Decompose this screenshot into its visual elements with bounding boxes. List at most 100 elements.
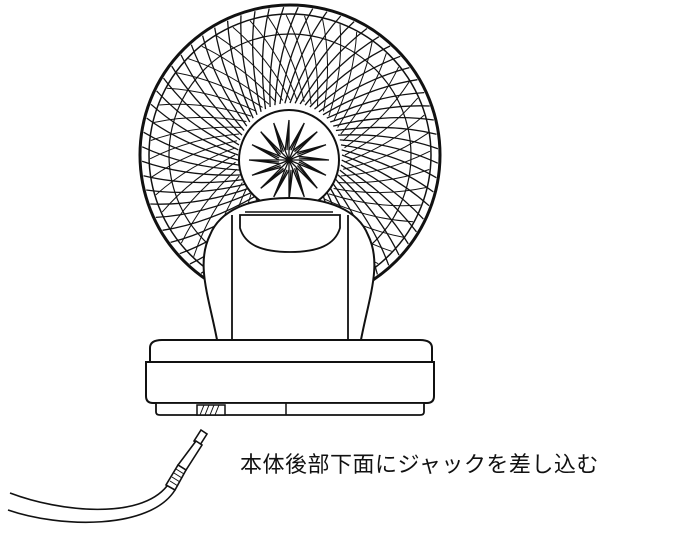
star-ray: [251, 144, 290, 161]
jack-hatching: [199, 404, 220, 416]
base-body: [145, 361, 435, 404]
hub-star-emblem: [248, 119, 330, 201]
blade-line: [328, 24, 342, 117]
guard-spoke: [162, 194, 258, 231]
blade-line: [333, 31, 358, 122]
blade-line: [344, 81, 410, 149]
star-ray: [288, 144, 327, 161]
blade-line: [150, 126, 243, 141]
blade-line: [267, 16, 305, 103]
base-top: [149, 339, 433, 363]
blade-line: [201, 45, 277, 103]
guard-spoke: [171, 65, 241, 141]
blade-line: [344, 97, 419, 156]
power-cord: [7, 428, 209, 524]
guard-spoke: [314, 55, 401, 110]
star-ray: [260, 131, 290, 161]
star-ray: [288, 159, 318, 189]
guard-spoke: [261, 8, 270, 110]
blade-line: [285, 14, 312, 105]
plug-grip: [164, 463, 188, 492]
fan-base: [145, 339, 435, 416]
stand-handle: [239, 214, 341, 253]
guard-spoke: [333, 117, 434, 127]
guard-spoke: [150, 187, 251, 205]
blade-line: [149, 133, 240, 160]
blade-line: [188, 58, 270, 105]
guard-spoke: [201, 35, 248, 127]
blade-line: [159, 103, 252, 117]
instruction-caption: 本体後部下面にジャックを差し込む: [240, 453, 599, 478]
guard-spoke: [274, 6, 299, 106]
guard-spoke: [304, 36, 380, 106]
blade-line: [151, 140, 238, 178]
star-ray: [251, 159, 290, 176]
guard-spoke: [190, 44, 245, 131]
blade-line: [337, 169, 430, 184]
blade-line: [249, 20, 298, 101]
star-ray: [288, 159, 305, 198]
fan-stand: [202, 196, 376, 353]
guard-spoke: [141, 146, 241, 171]
star-ray: [289, 155, 330, 161]
guard-spoke: [329, 105, 430, 123]
guard-spoke: [156, 90, 239, 151]
blade-line: [342, 132, 429, 170]
star-ray: [284, 119, 290, 160]
blade-line: [340, 53, 387, 135]
blade-line: [153, 116, 247, 123]
blade-line: [170, 161, 236, 229]
blade-line: [328, 193, 421, 207]
plug-grip-lines: [169, 468, 185, 487]
guard-spoke: [294, 21, 355, 104]
blade-line: [232, 26, 291, 101]
guard-spoke: [146, 117, 239, 161]
guard-spoke: [162, 77, 240, 146]
cord-line-upper: [9, 485, 168, 511]
blade-line: [216, 35, 284, 101]
guard-spoke: [214, 27, 251, 123]
blade-line: [161, 154, 236, 213]
guard-spoke: [143, 175, 245, 184]
guard-spoke: [143, 131, 240, 166]
blade-line: [344, 114, 425, 163]
guard-spoke: [240, 15, 258, 116]
star-ray: [288, 122, 305, 161]
plug-body: [176, 439, 204, 472]
blade-line: [333, 187, 427, 194]
dc-jack-socket: [196, 404, 226, 416]
star-ray: [260, 159, 290, 189]
star-ray: [273, 159, 290, 198]
cord-line-lower: [7, 489, 176, 524]
blade-line: [323, 198, 414, 223]
blade-line: [193, 175, 240, 257]
blade-line: [176, 72, 263, 108]
blade-line: [166, 87, 257, 112]
blade-line: [304, 15, 319, 108]
guard-spoke: [284, 11, 328, 104]
guard-spoke: [340, 144, 437, 179]
blade-line: [342, 66, 400, 142]
guard-spoke: [341, 159, 424, 220]
guard-spoke: [339, 139, 439, 164]
guard-spoke: [335, 126, 437, 135]
blade-line: [180, 168, 238, 244]
guard-spoke: [318, 66, 410, 113]
star-ray: [288, 159, 327, 176]
star-ray: [273, 122, 290, 161]
guard-spoke: [146, 183, 247, 193]
star-ray: [248, 159, 289, 165]
blade-line: [322, 18, 329, 112]
guard-spoke: [340, 164, 418, 233]
star-ray: [288, 131, 318, 161]
guard-spoke: [299, 27, 368, 105]
guard-spoke: [252, 11, 262, 112]
guard-spoke: [335, 179, 390, 266]
base-bottom: [155, 402, 425, 416]
guard-spoke: [339, 169, 409, 245]
guard-spoke: [322, 79, 418, 116]
guard-spoke: [279, 8, 314, 105]
blade-line: [337, 41, 373, 128]
blade-line: [340, 150, 431, 177]
